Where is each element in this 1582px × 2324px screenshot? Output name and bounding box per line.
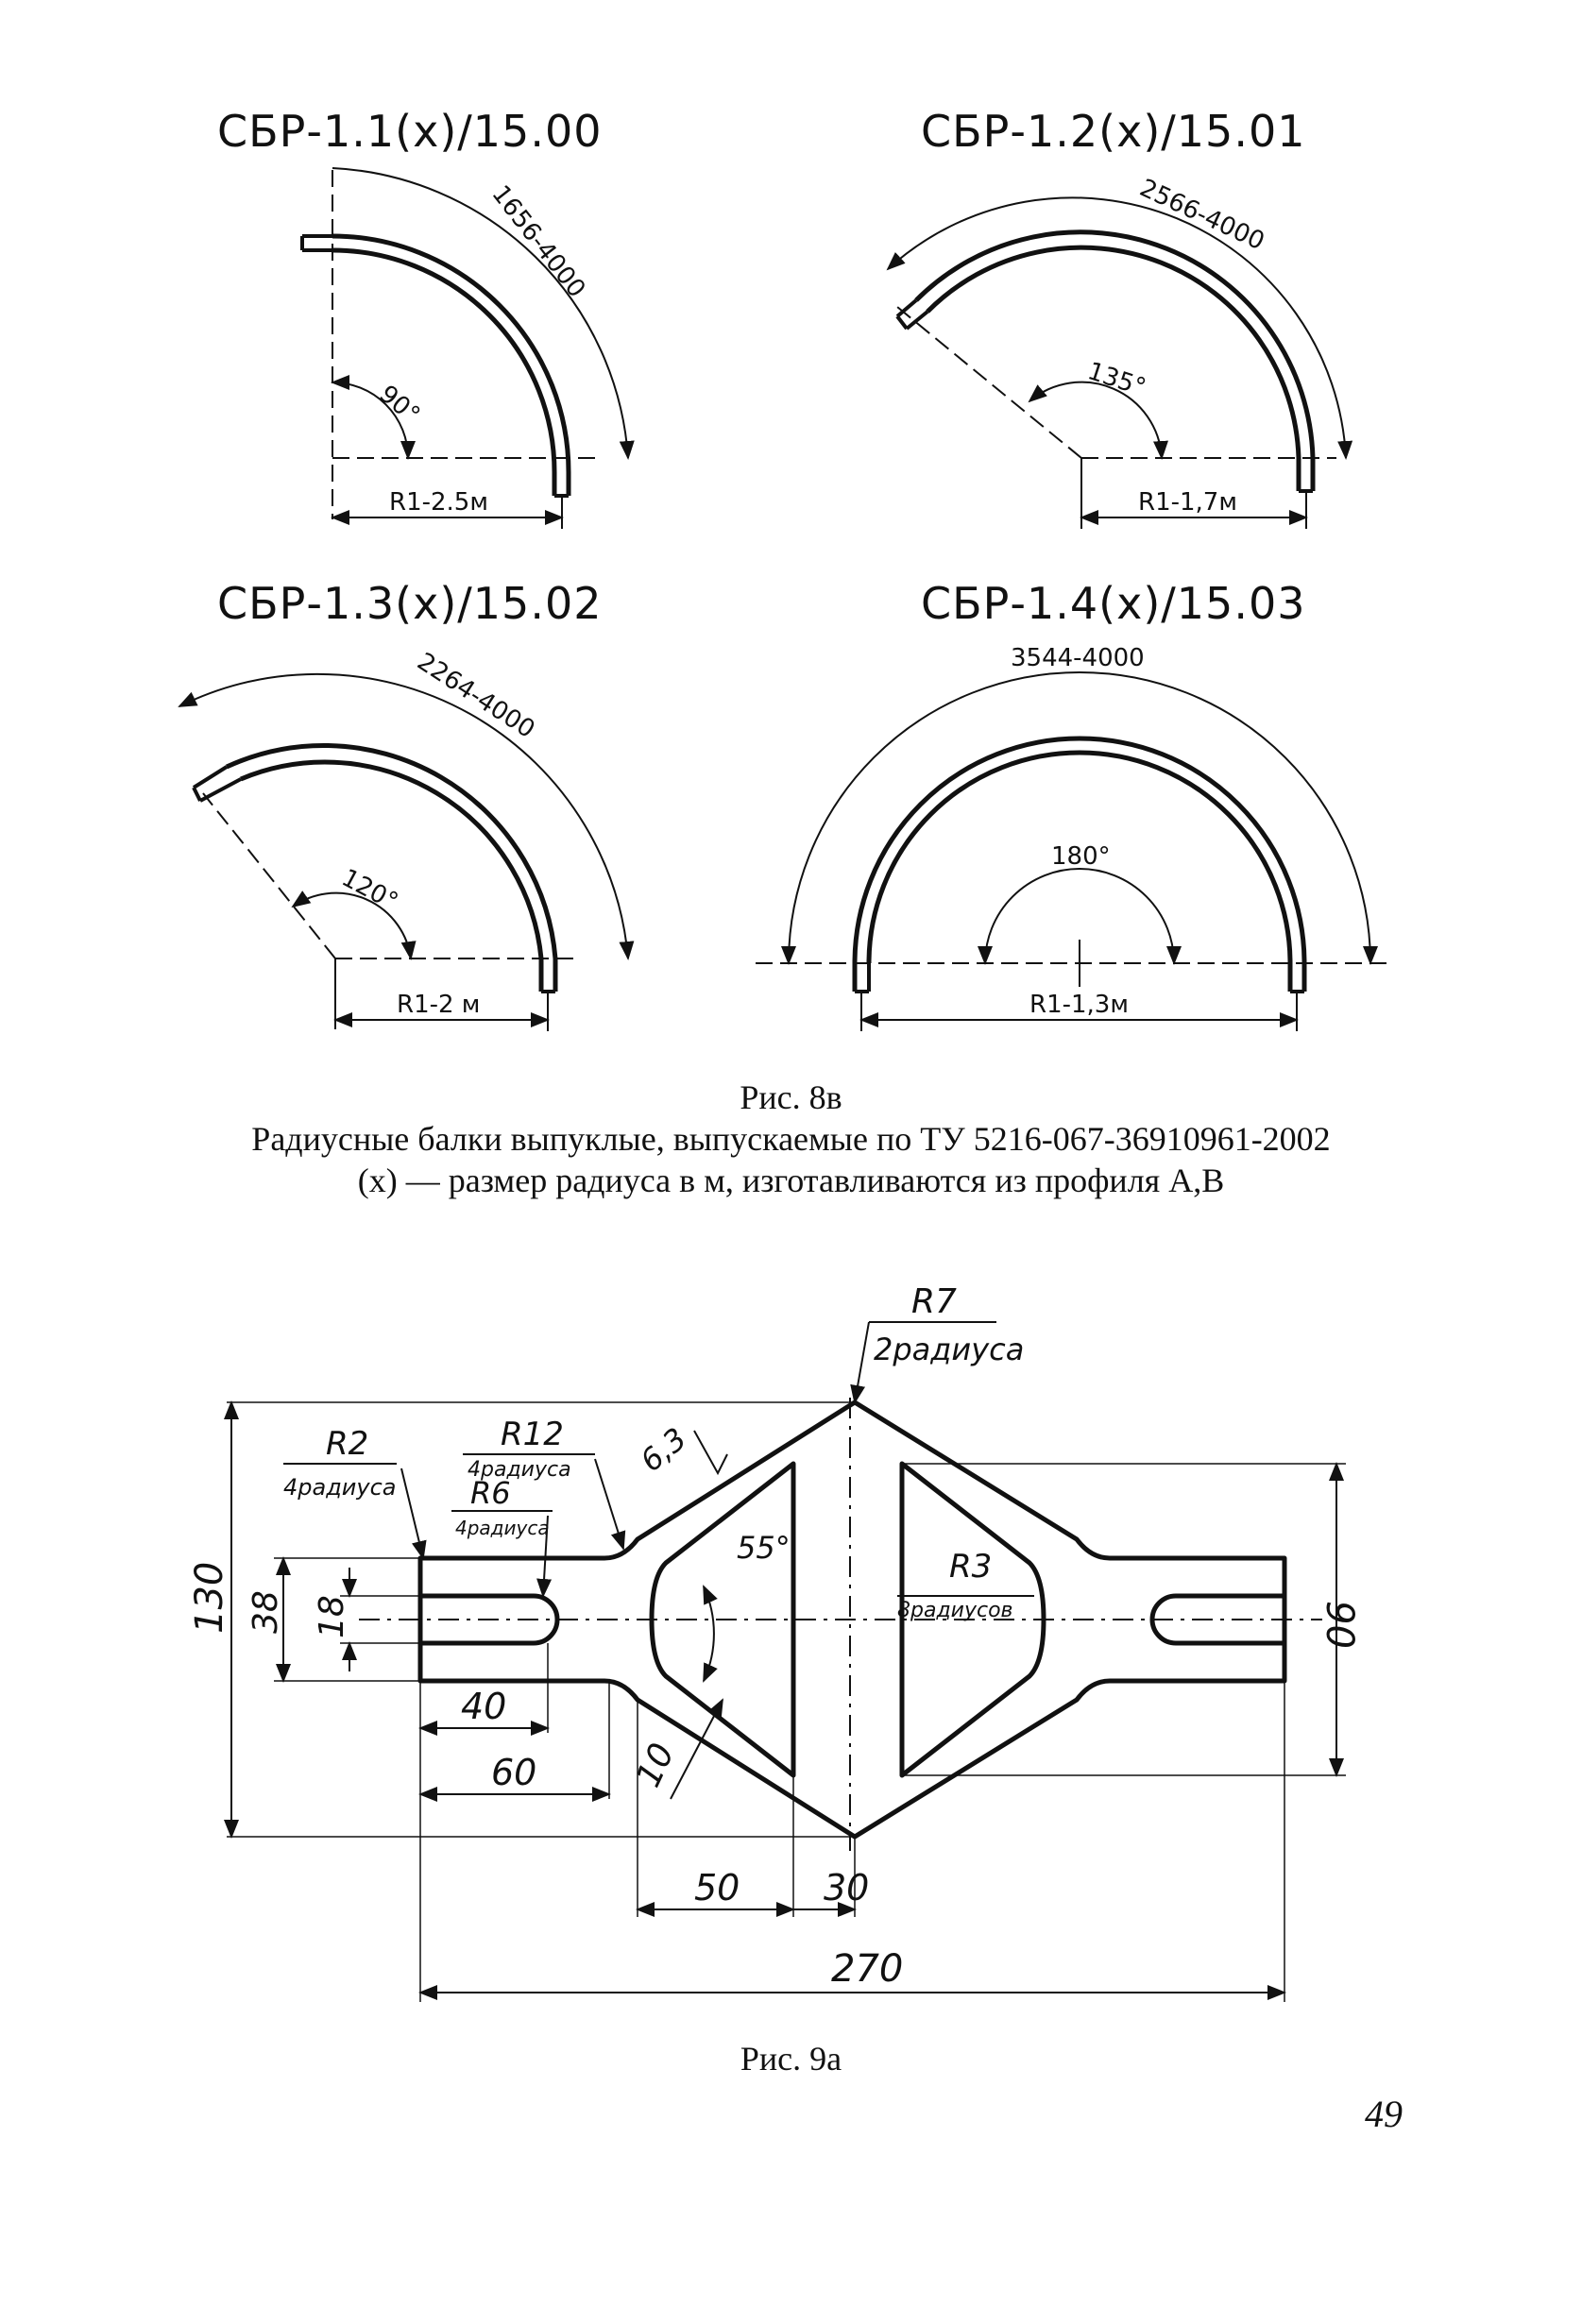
fig-9a-caption-label: Рис. 9а [740, 2040, 842, 2078]
r3-label: R3 [949, 1548, 992, 1586]
r12-label: R12 [501, 1416, 564, 1453]
angle-label: 55° [737, 1530, 791, 1566]
panel-sbr-1-1: СБР-1.1(х)/15.00 1656-4000 90° R1-2.5м [217, 106, 635, 529]
panel-title: СБР-1.2(х)/15.01 [921, 106, 1305, 157]
dim-18-label: 18 [313, 1595, 351, 1638]
r7-note: 2радиуса [874, 1332, 1024, 1367]
fig-8v-caption-label: Рис. 8в [740, 1078, 842, 1116]
radius-label: R1-1,3м [1029, 991, 1129, 1019]
panel-sbr-1-3: СБР-1.3(х)/15.02 2264-4000 120° R1-2 м [178, 578, 635, 1031]
r3-note: 8радиусов [897, 1599, 1013, 1622]
radius-label: R1-2.5м [389, 488, 488, 517]
r12-note: 4радиуса [468, 1458, 571, 1482]
angle-label: 135° [1084, 357, 1149, 402]
dim-90-label: 90 [1318, 1601, 1361, 1649]
dim-40-label: 40 [461, 1686, 506, 1727]
angle-label: 180° [1051, 842, 1111, 871]
panel-title: СБР-1.3(х)/15.02 [217, 578, 602, 629]
dim-38-label: 38 [247, 1590, 285, 1634]
arc-length-label: 1656-4000 [485, 180, 590, 303]
r6-label: R6 [470, 1475, 511, 1511]
r2-note: 4радиуса [283, 1474, 397, 1501]
panel-sbr-1-4: СБР-1.4(х)/15.03 3544-4000 180° R1-1,3м [756, 578, 1388, 1031]
panel-sbr-1-2: СБР-1.2(х)/15.01 2566-4000 135° R1-1,7м [886, 106, 1353, 529]
radius-label: R1-1,7м [1138, 488, 1237, 517]
fig-8v-drawing: СБР-1.1(х)/15.00 1656-4000 90° R1-2.5м С… [178, 106, 1388, 1031]
panel-title: СБР-1.4(х)/15.03 [921, 578, 1305, 629]
fig-9a-drawing: R7 2радиуса R2 4радиуса R12 4радиуса R6 … [188, 1282, 1361, 2002]
page-number: 49 [1365, 2093, 1403, 2135]
roughness-label: 6,3 [634, 1420, 693, 1479]
dim-30-label: 30 [824, 1867, 869, 1908]
panel-title: СБР-1.1(х)/15.00 [217, 106, 602, 157]
dim-60-label: 60 [491, 1752, 536, 1793]
fig-8v-caption-line-1: Радиусные балки выпуклые, выпускаемые по… [251, 1120, 1331, 1158]
dim-130-label: 130 [188, 1562, 231, 1634]
arc-length-label: 3544-4000 [1011, 644, 1145, 672]
angle-label: 120° [337, 864, 402, 917]
r7-label: R7 [911, 1282, 957, 1321]
dim-270-label: 270 [831, 1947, 903, 1991]
angle-label: 90° [374, 380, 426, 430]
fig-8v-caption-line-2: (х) — размер радиуса в м, изготавливаютс… [357, 1162, 1225, 1199]
dim-50-label: 50 [694, 1867, 740, 1908]
r6-note: 4радиуса [455, 1517, 550, 1539]
r2-label: R2 [326, 1425, 368, 1463]
radius-label: R1-2 м [397, 991, 480, 1019]
